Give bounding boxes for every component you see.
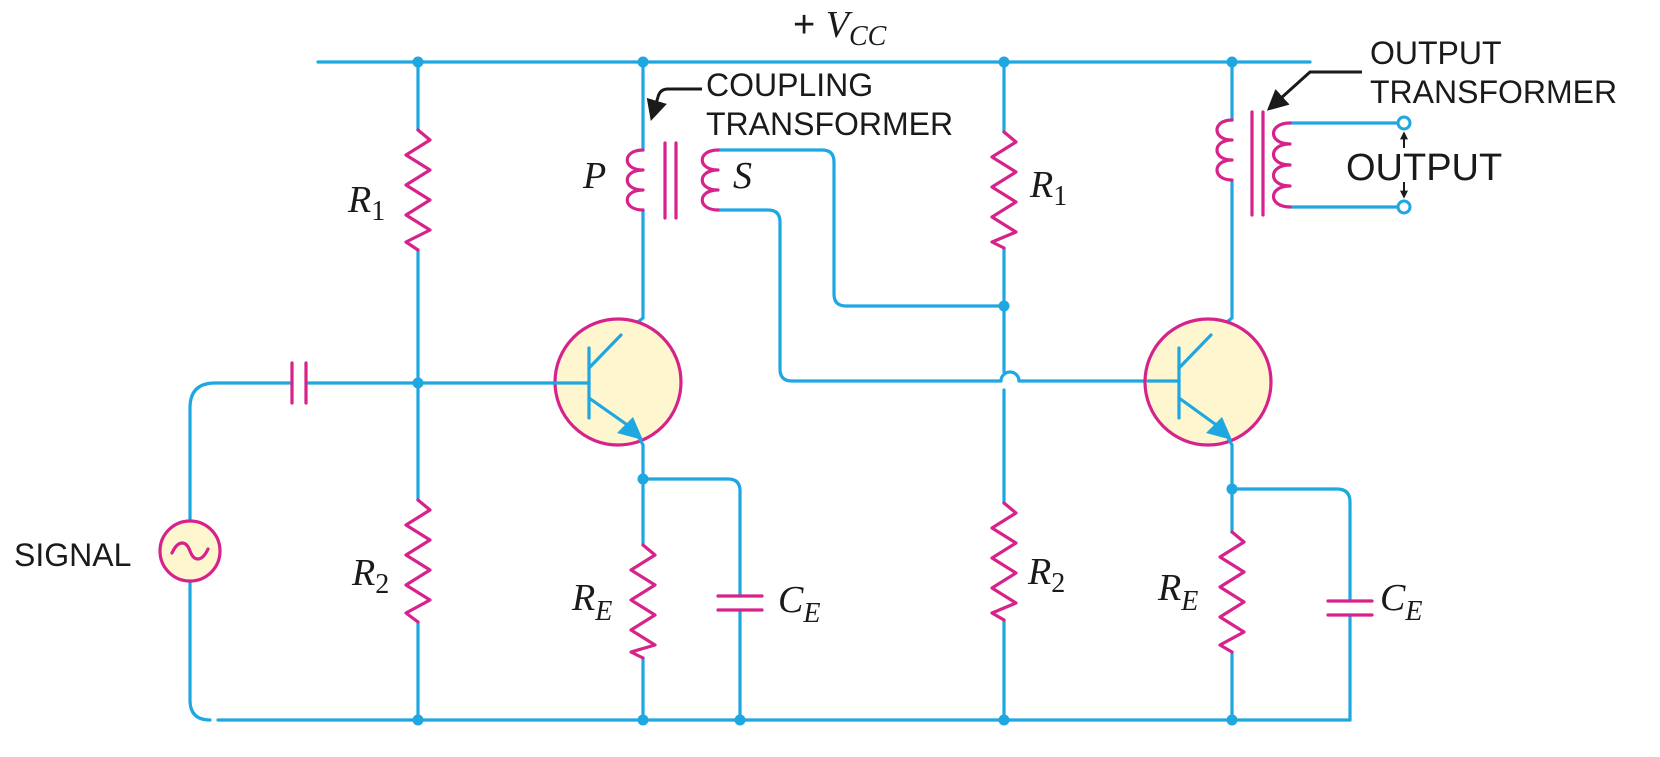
junction-dot (1226, 56, 1238, 68)
output-primary-coil (1215, 118, 1234, 182)
capacitors (290, 361, 1374, 617)
junction-dot (637, 56, 649, 68)
output-transformer (1215, 110, 1292, 217)
secondary-top-wire (716, 148, 1006, 308)
signal-return-wire (188, 578, 212, 722)
junctions (412, 56, 1238, 726)
stage2-r2-label: R2 (1027, 551, 1065, 599)
junction-dot (412, 377, 424, 389)
junction-dot (1226, 714, 1238, 726)
junction-dot (734, 714, 746, 726)
stage2-re-resistor (1218, 530, 1246, 654)
stage1-r2-label: R2 (351, 552, 389, 600)
output-secondary-coil (1272, 121, 1292, 209)
output-transformer-pointer-arrow (1266, 70, 1362, 111)
stage1-r2-resistor (404, 498, 432, 624)
secondary-bottom-wire (716, 208, 1150, 383)
junction-dot (412, 56, 424, 68)
primary-winding-label: P (582, 155, 606, 197)
stage1-transistor (553, 317, 683, 447)
output-label: OUTPUT (1346, 147, 1502, 189)
stage2-transistor (1143, 317, 1273, 447)
stage1-ce-capacitor (716, 594, 764, 612)
signal-source (158, 519, 222, 583)
junction-dot (1226, 483, 1238, 495)
stage2-ce-top-wire (1230, 487, 1352, 603)
coupling-transformer-pointer-arrow (646, 87, 702, 122)
output-terminal-top (1396, 115, 1412, 131)
coupling-transformer-label-line1: COUPLING (706, 67, 873, 103)
stage2-collector-wire (1209, 180, 1234, 337)
signal-input-wire (188, 381, 292, 525)
junction-dot (998, 714, 1010, 726)
junction-dot (998, 300, 1010, 312)
coupling-transformer-label-line2: TRANSFORMER (706, 106, 953, 142)
stage2-ce-capacitor (1326, 599, 1374, 617)
stage2-ce-label: CE (1380, 577, 1422, 627)
vcc-label: + VCC (793, 4, 887, 52)
stage2-r2-resistor (990, 501, 1018, 622)
stage1-ce-label: CE (778, 579, 820, 629)
output-transformer-label-line2: TRANSFORMER (1370, 74, 1617, 110)
stage1-r1-label: R1 (347, 179, 385, 227)
stage2-r1-resistor (990, 130, 1018, 250)
secondary-coil (700, 148, 720, 212)
sine-wave-icon (170, 541, 210, 561)
coupling-transformer (625, 141, 720, 220)
stage2-re-label: RE (1157, 567, 1198, 617)
junction-dot (412, 714, 424, 726)
stage1-re-label: RE (571, 577, 612, 627)
primary-coil (625, 148, 645, 212)
junction-dot (637, 473, 649, 485)
resistors (404, 128, 1246, 660)
stage1-re-resistor (629, 543, 657, 660)
junction-dot (637, 714, 649, 726)
input-coupling-capacitor (290, 361, 308, 405)
signal-label: SIGNAL (14, 537, 131, 573)
output-terminal-bottom (1396, 199, 1412, 215)
emitter-arrow-icon (1206, 417, 1232, 440)
output-transformer-label-line1: OUTPUT (1370, 35, 1502, 71)
junction-dot (998, 56, 1010, 68)
secondary-winding-label: S (733, 155, 752, 197)
stage1-collector-wire (619, 208, 645, 337)
stage1-ce-top-wire (641, 477, 742, 598)
stage1-r1-resistor (404, 128, 432, 252)
stage2-r1-label: R1 (1029, 164, 1067, 212)
emitter-arrow-icon (617, 417, 643, 440)
